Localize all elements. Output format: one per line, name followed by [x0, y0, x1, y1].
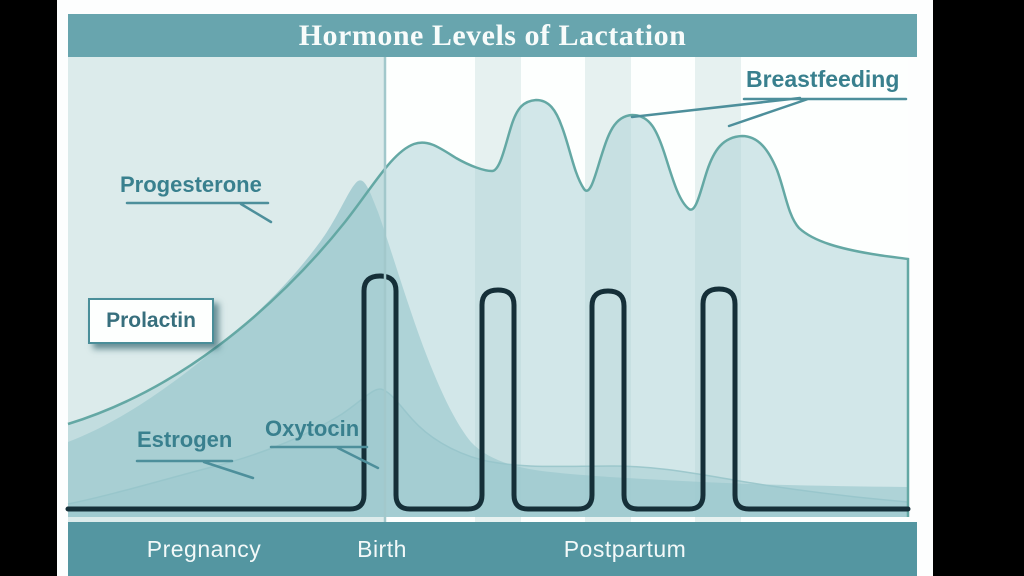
oxytocin-label: Oxytocin — [265, 416, 360, 441]
estrogen-label: Estrogen — [137, 427, 233, 452]
progesterone-label: Progesterone — [120, 172, 262, 197]
x-axis-band — [68, 522, 917, 576]
page-title: Hormone Levels of Lactation — [298, 18, 687, 52]
x-axis-label-pregnancy: Pregnancy — [146, 536, 262, 562]
prolactin-label: Prolactin — [106, 309, 196, 332]
title-banner: Hormone Levels of Lactation — [68, 14, 917, 57]
x-axis-label-birth: Birth — [357, 536, 407, 562]
breastfeeding-label: Breastfeeding — [746, 66, 900, 92]
prolactin-label-box: Prolactin — [88, 298, 214, 344]
x-axis-label-postpartum: Postpartum — [563, 536, 687, 562]
